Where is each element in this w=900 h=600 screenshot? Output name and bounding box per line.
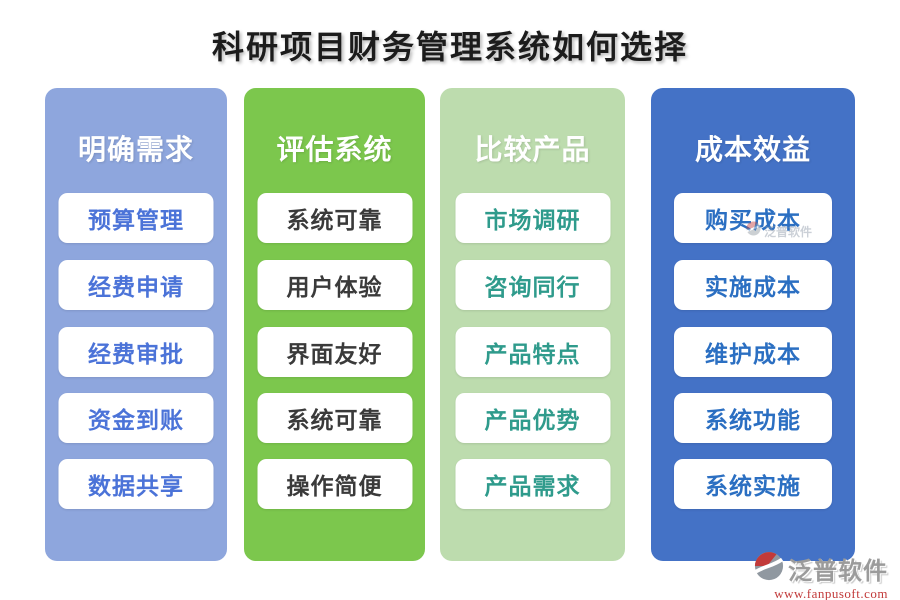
item-card: 实施成本 <box>674 260 832 310</box>
item-card: 市场调研 <box>455 193 610 243</box>
column-header: 成本效益 <box>694 135 811 166</box>
item-card: 产品需求 <box>455 459 610 509</box>
fanpu-logo-icon <box>754 551 784 586</box>
brand-name: 泛普软件 <box>788 559 888 585</box>
item-card: 系统可靠 <box>257 393 412 443</box>
item-card: 资金到账 <box>58 393 214 443</box>
item-card: 系统功能 <box>674 393 832 443</box>
column-cost-benefit: 成本效益 购买成本 实施成本 维护成本 系统功能 系统实施 <box>651 88 855 561</box>
item-card: 经费申请 <box>58 260 214 310</box>
brand-url: www.fanpusoft.com <box>774 586 888 600</box>
column-header: 比较产品 <box>474 135 591 166</box>
item-card: 用户体验 <box>257 260 412 310</box>
column-header: 评估系统 <box>276 135 393 166</box>
item-card: 预算管理 <box>58 193 214 243</box>
page-title: 科研项目财务管理系统如何选择 <box>211 29 688 65</box>
item-card: 产品优势 <box>455 393 610 443</box>
column-compare-products: 比较产品 市场调研 咨询同行 产品特点 产品优势 产品需求 <box>440 88 625 561</box>
item-card: 系统可靠 <box>257 193 412 243</box>
item-card: 咨询同行 <box>455 260 610 310</box>
brand-footer: 泛普软件 www.fanpusoft.com <box>746 551 888 600</box>
item-card: 数据共享 <box>58 459 214 509</box>
item-card: 经费审批 <box>58 327 214 377</box>
item-card: 系统实施 <box>674 459 832 509</box>
item-card: 购买成本 <box>674 193 832 243</box>
item-card: 操作简便 <box>257 459 412 509</box>
column-header: 明确需求 <box>77 135 194 166</box>
column-evaluate-system: 评估系统 系统可靠 用户体验 界面友好 系统可靠 操作简便 <box>244 88 425 561</box>
column-clarify-requirements: 明确需求 预算管理 经费申请 经费审批 资金到账 数据共享 <box>45 88 227 561</box>
item-card: 产品特点 <box>455 327 610 377</box>
item-card: 维护成本 <box>674 327 832 377</box>
item-card: 界面友好 <box>257 327 412 377</box>
